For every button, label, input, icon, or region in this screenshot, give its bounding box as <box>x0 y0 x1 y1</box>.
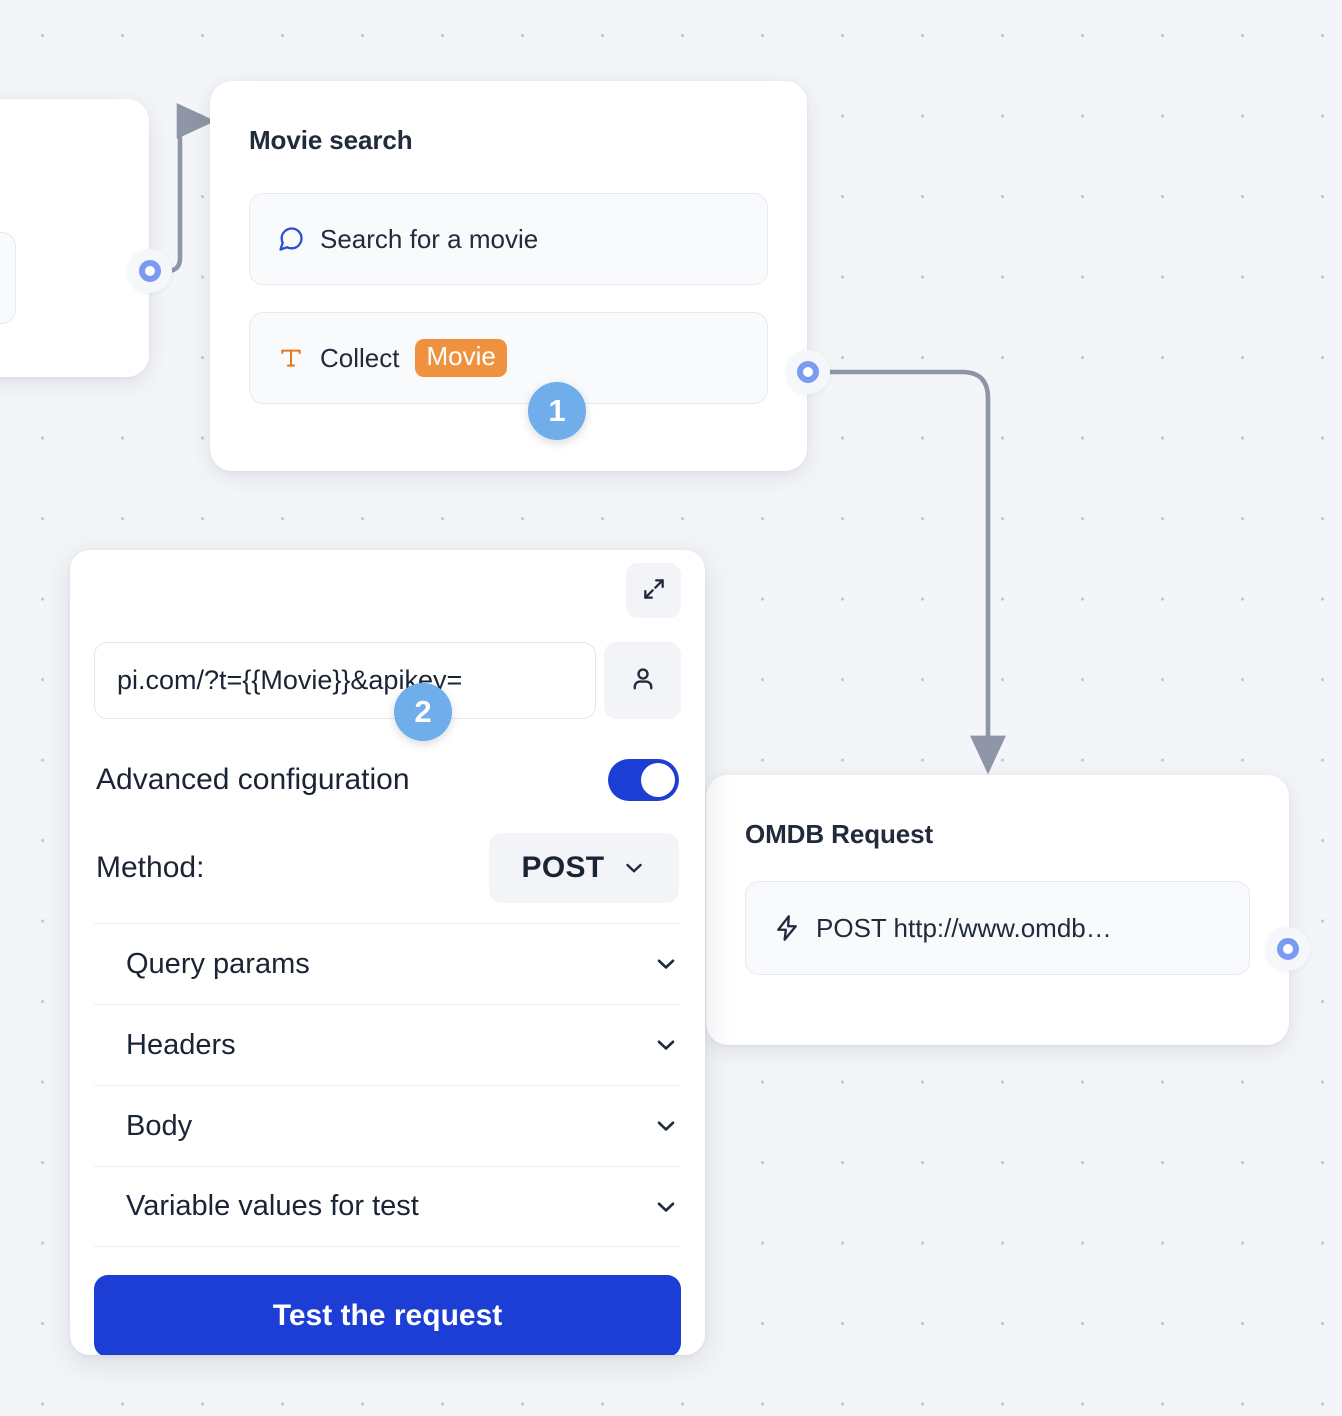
chevron-down-icon <box>622 856 646 880</box>
chevron-down-icon <box>653 951 679 977</box>
node-movie-search[interactable]: Movie search Search for a movie Collect … <box>210 81 807 471</box>
person-icon <box>628 664 658 697</box>
url-row <box>94 642 681 719</box>
speech-bubble-icon <box>276 225 306 253</box>
chevron-down-icon <box>653 1194 679 1220</box>
expand-diagonal-icon <box>641 576 667 605</box>
variable-pill-movie[interactable]: Movie <box>415 339 507 377</box>
panel-toolbar <box>94 550 681 618</box>
node-row-collect-movie[interactable]: Collect Movie <box>249 312 768 404</box>
accordion-label: Headers <box>126 1028 236 1061</box>
chevron-down-icon <box>653 1032 679 1058</box>
chevron-down-icon <box>653 1113 679 1139</box>
partial-node-row[interactable] <box>0 232 16 324</box>
method-select[interactable]: POST <box>489 833 679 903</box>
node-row-search-for-a-movie[interactable]: Search for a movie <box>249 193 768 285</box>
node-title-movie-search: Movie search <box>249 125 413 155</box>
lightning-bolt-icon <box>772 914 802 942</box>
accordion-label: Body <box>126 1109 193 1142</box>
node-row-post-request[interactable]: POST http://www.omdb… <box>745 881 1250 975</box>
advanced-configuration-toggle[interactable] <box>608 759 679 801</box>
node-row-label: POST http://www.omdb… <box>816 912 1112 943</box>
url-variable-picker-button[interactable] <box>604 642 681 719</box>
expand-panel-button[interactable] <box>626 563 681 618</box>
request-config-panel[interactable]: Advanced configuration Method: POST Quer… <box>70 550 705 1355</box>
connector-handle-omdb-output[interactable] <box>1266 927 1310 971</box>
accordion-variable-values-for-test[interactable]: Variable values for test <box>94 1166 681 1247</box>
accordion-list: Query params Headers Body <box>94 923 681 1247</box>
text-input-icon <box>276 345 306 371</box>
connector-handle-movie-search-output[interactable] <box>786 350 830 394</box>
accordion-body[interactable]: Body <box>94 1085 681 1166</box>
connector-handle-partial-node-output[interactable] <box>128 249 172 293</box>
advanced-configuration-label: Advanced configuration <box>96 763 410 796</box>
accordion-headers[interactable]: Headers <box>94 1004 681 1085</box>
advanced-configuration-row: Advanced configuration <box>94 759 681 801</box>
accordion-query-params[interactable]: Query params <box>94 923 681 1004</box>
accordion-label: Query params <box>126 947 310 980</box>
accordion-label: Variable values for test <box>126 1190 419 1222</box>
node-row-label: Search for a movie <box>320 223 539 254</box>
url-input[interactable] <box>94 642 596 719</box>
partial-node-offscreen[interactable] <box>0 99 149 377</box>
method-row: Method: POST <box>94 833 681 903</box>
method-label: Method: <box>96 851 205 884</box>
node-title-omdb-request: OMDB Request <box>745 819 934 849</box>
node-omdb-request[interactable]: OMDB Request POST http://www.omdb… <box>686 775 1289 1045</box>
step-badge-2: 2 <box>394 683 452 741</box>
method-value: POST <box>521 851 605 884</box>
node-row-label: Collect <box>320 342 400 373</box>
step-badge-1: 1 <box>528 382 586 440</box>
test-the-request-button[interactable]: Test the request <box>94 1275 681 1355</box>
